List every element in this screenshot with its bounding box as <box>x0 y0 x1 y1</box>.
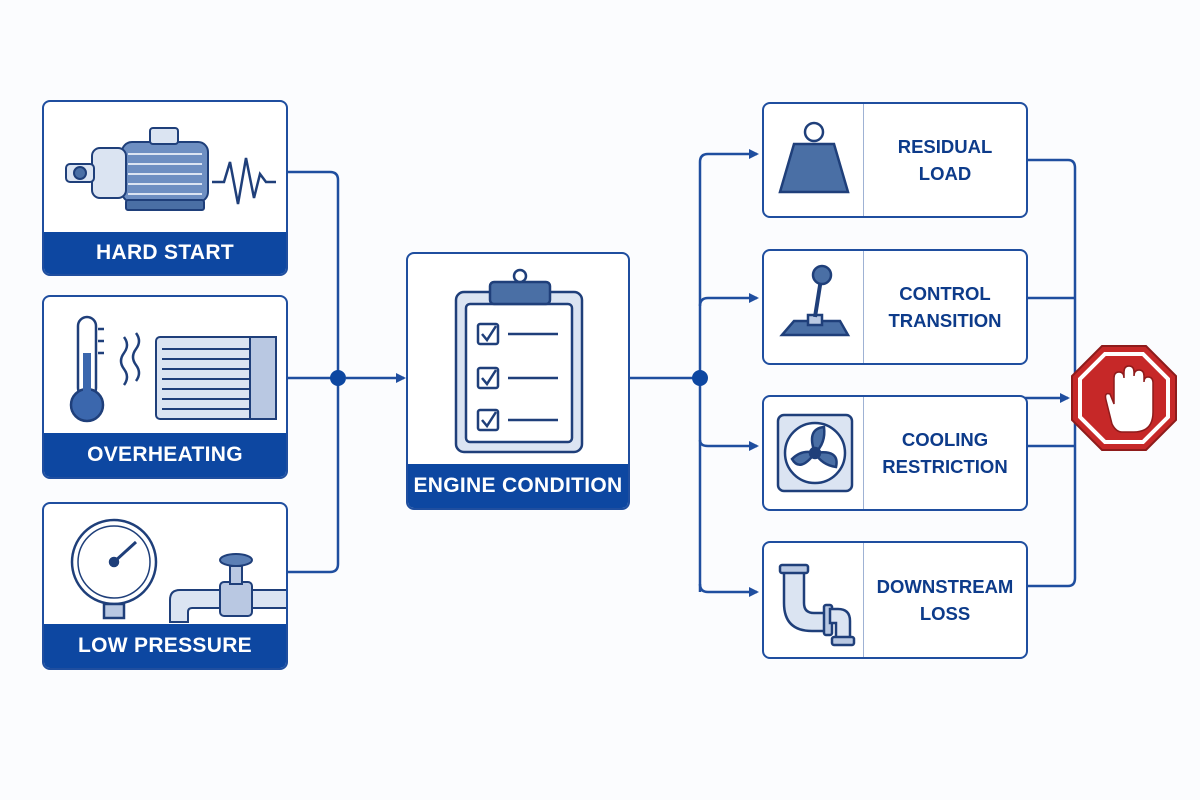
junction-dot-left <box>330 370 346 386</box>
outcome-line2: LOSS <box>919 603 971 624</box>
fan-icon <box>776 413 854 493</box>
connector-to-cooling-restriction <box>698 439 759 451</box>
connector-out-downstream-loss <box>1028 398 1077 588</box>
outcome-line1: DOWNSTREAM <box>876 576 1014 597</box>
electric-motor-icon <box>65 127 276 211</box>
connector-low-pressure <box>287 378 340 574</box>
pressure-gauge-valve-icon <box>70 518 286 623</box>
outcome-label-control-transition: CONTROL TRANSITION <box>863 251 1026 363</box>
center-card-engine-condition: ENGINE CONDITION <box>406 252 630 510</box>
outcome-label-residual-load: RESIDUAL LOAD <box>863 104 1026 216</box>
outcome-line1: RESIDUAL <box>897 136 993 157</box>
outcome-label-downstream-loss: DOWNSTREAM LOSS <box>863 543 1026 657</box>
outcome-card-cooling-restriction: COOLING RESTRICTION <box>762 395 1028 511</box>
cause-card-hard-start: HARD START <box>42 100 288 276</box>
outcome-card-residual-load: RESIDUAL LOAD <box>762 102 1028 218</box>
outcome-card-control-transition: CONTROL TRANSITION <box>762 249 1028 365</box>
outcome-card-downstream-loss: DOWNSTREAM LOSS <box>762 541 1028 659</box>
cause-label-hard-start: HARD START <box>44 232 286 274</box>
outcome-line1: COOLING <box>901 429 989 450</box>
outcome-label-cooling-restriction: COOLING RESTRICTION <box>863 397 1026 509</box>
connector-hard-start <box>287 170 340 378</box>
outcome-line2: RESTRICTION <box>882 456 1008 477</box>
outcome-line2: TRANSITION <box>888 310 1002 331</box>
joystick-icon <box>779 264 851 337</box>
connector-to-downstream-loss <box>698 583 759 597</box>
weight-icon <box>778 121 850 194</box>
outcome-line1: CONTROL <box>899 283 991 304</box>
connector-out-residual-load <box>1028 158 1077 398</box>
center-label: ENGINE CONDITION <box>408 464 628 508</box>
thermometer-radiator-icon <box>69 315 277 423</box>
outcome-line2: LOAD <box>918 163 972 184</box>
cause-label-overheating: OVERHEATING <box>44 433 286 477</box>
cause-label-low-pressure: LOW PRESSURE <box>44 624 286 668</box>
connector-to-control-transition <box>698 293 759 307</box>
cause-card-low-pressure: LOW PRESSURE <box>42 502 288 670</box>
junction-dot-right <box>692 370 708 386</box>
pipe-elbow-icon <box>778 563 856 647</box>
connector-to-residual-load <box>698 149 759 163</box>
stop-hand-icon <box>1071 345 1177 451</box>
cause-card-overheating: OVERHEATING <box>42 295 288 479</box>
checklist-clipboard-icon <box>454 268 584 454</box>
